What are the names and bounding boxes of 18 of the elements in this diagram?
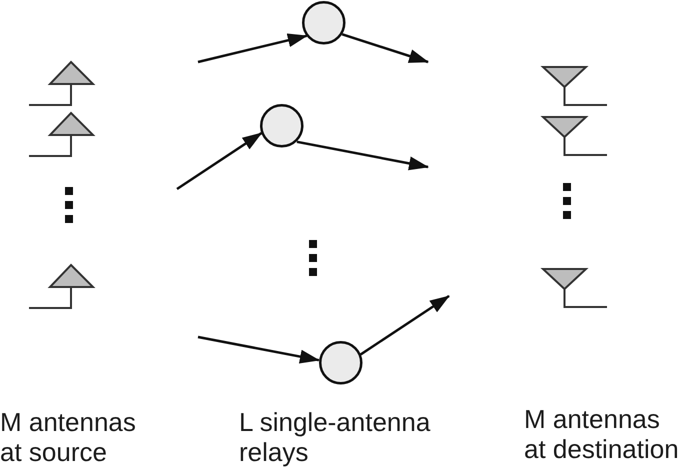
arrow xyxy=(176,132,262,190)
column-caption: M antennas at destination xyxy=(524,404,680,464)
arrow xyxy=(360,294,450,356)
antenna-symbol xyxy=(542,116,608,157)
circle-node xyxy=(260,104,304,148)
antenna-symbol xyxy=(542,268,608,309)
antenna-symbol xyxy=(28,61,94,106)
arrow xyxy=(198,336,320,364)
column-caption: L single-antenna relays xyxy=(239,407,432,467)
antenna-symbol xyxy=(28,264,94,309)
arrow xyxy=(296,140,429,170)
circle-node xyxy=(318,340,362,384)
circle-node xyxy=(302,0,346,44)
arrow xyxy=(342,33,429,64)
antenna-symbol xyxy=(28,112,94,157)
antenna-symbol xyxy=(542,66,608,106)
column-caption: M antennas at source xyxy=(0,407,137,467)
arrow xyxy=(198,33,308,64)
